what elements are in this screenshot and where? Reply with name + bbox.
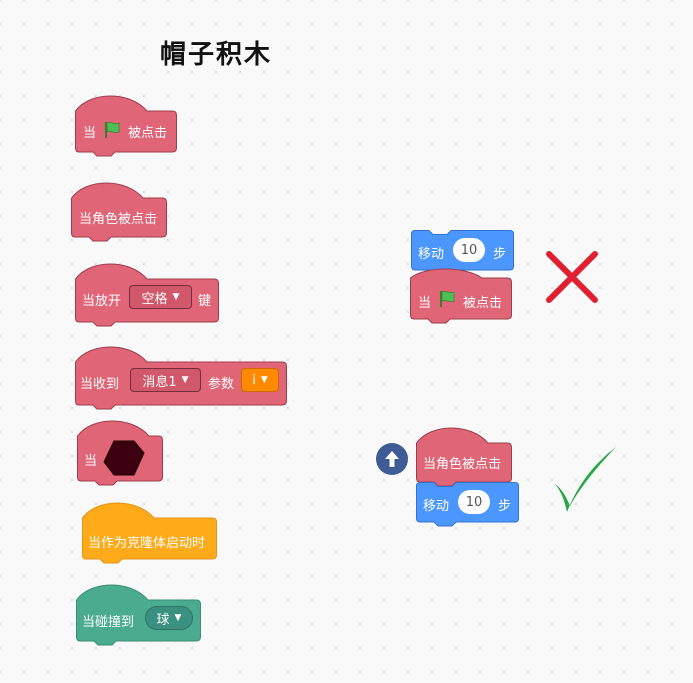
hat-block-when-key-pressed[interactable]: 当放开 空格 ▼ 键: [75, 263, 219, 327]
arrow-up-button[interactable]: [376, 443, 408, 475]
green-flag-icon: [105, 122, 120, 138]
hat-block-shape: [416, 427, 512, 487]
hat-block-when-clone-starts[interactable]: 当作为克隆体启动时: [82, 502, 217, 564]
param-dropdown[interactable]: i ▼: [241, 368, 279, 392]
chevron-down-icon: ▼: [181, 374, 189, 385]
block-label-prefix: 当: [83, 126, 97, 141]
steps-label: 步: [493, 247, 507, 262]
hat-block-when-touching[interactable]: 当碰撞到 球 ▼: [76, 584, 201, 646]
block-label-prefix: 当: [418, 296, 432, 311]
dark-hexagon-icon: [103, 440, 145, 476]
chevron-down-icon: ▼: [174, 612, 182, 623]
hat-block-shape: [75, 95, 177, 157]
green-flag-icon: [440, 291, 455, 307]
move-label: 移动: [423, 499, 450, 514]
block-label-prefix: 当收到: [80, 377, 120, 392]
page-title: 帽子积木: [160, 40, 273, 70]
target-dropdown[interactable]: 球 ▼: [145, 606, 193, 630]
motion-block-move-wrong-example[interactable]: 移动 10 步: [411, 230, 514, 275]
move-label: 移动: [418, 247, 445, 262]
key-dropdown[interactable]: 空格 ▼: [129, 285, 192, 309]
wrong-mark-icon: [546, 251, 598, 303]
hat-block-shape: [82, 502, 217, 564]
hat-block-custom-shape[interactable]: 当: [77, 420, 163, 486]
hat-block-shape: [76, 584, 201, 646]
key-dropdown-value: 空格: [141, 291, 168, 307]
hat-block-when-sprite-clicked[interactable]: 当角色被点击: [71, 182, 167, 242]
steps-input[interactable]: 10: [458, 490, 490, 514]
chevron-down-icon: ▼: [172, 291, 180, 302]
steps-label: 步: [498, 499, 512, 514]
block-label-prefix: 当放开: [82, 294, 122, 309]
block-label-prefix: 当: [84, 454, 98, 469]
block-label: 当作为克隆体启动时: [88, 536, 206, 551]
block-label-suffix: 被点击: [463, 296, 503, 311]
message-dropdown-value: 消息1: [142, 374, 177, 390]
hat-block-shape: [410, 268, 512, 324]
hat-block-shape: [71, 182, 167, 242]
hat-block-wrong-example[interactable]: 当 被点击: [410, 268, 512, 324]
target-dropdown-value: 球: [156, 612, 170, 628]
steps-input[interactable]: 10: [453, 238, 485, 262]
block-label-prefix: 当碰撞到: [82, 615, 135, 630]
hat-block-right-example[interactable]: 当角色被点击: [416, 427, 512, 487]
hat-block-when-message-received[interactable]: 当收到 消息1 ▼ 参数 i ▼: [75, 346, 287, 410]
message-dropdown[interactable]: 消息1 ▼: [130, 368, 201, 392]
block-label: 当角色被点击: [423, 457, 502, 472]
param-dropdown-value: i: [252, 372, 256, 388]
motion-block-move-right-example[interactable]: 移动 10 步: [416, 482, 519, 527]
hat-block-when-flag-clicked[interactable]: 当 被点击: [75, 95, 177, 157]
block-label: 当角色被点击: [79, 212, 158, 227]
chevron-down-icon: ▼: [260, 374, 268, 385]
right-mark-icon: [555, 447, 616, 512]
param-label: 参数: [208, 377, 235, 392]
block-label-suffix: 被点击: [128, 126, 168, 141]
arrow-up-icon: [385, 451, 399, 467]
block-label-suffix: 键: [198, 294, 212, 309]
